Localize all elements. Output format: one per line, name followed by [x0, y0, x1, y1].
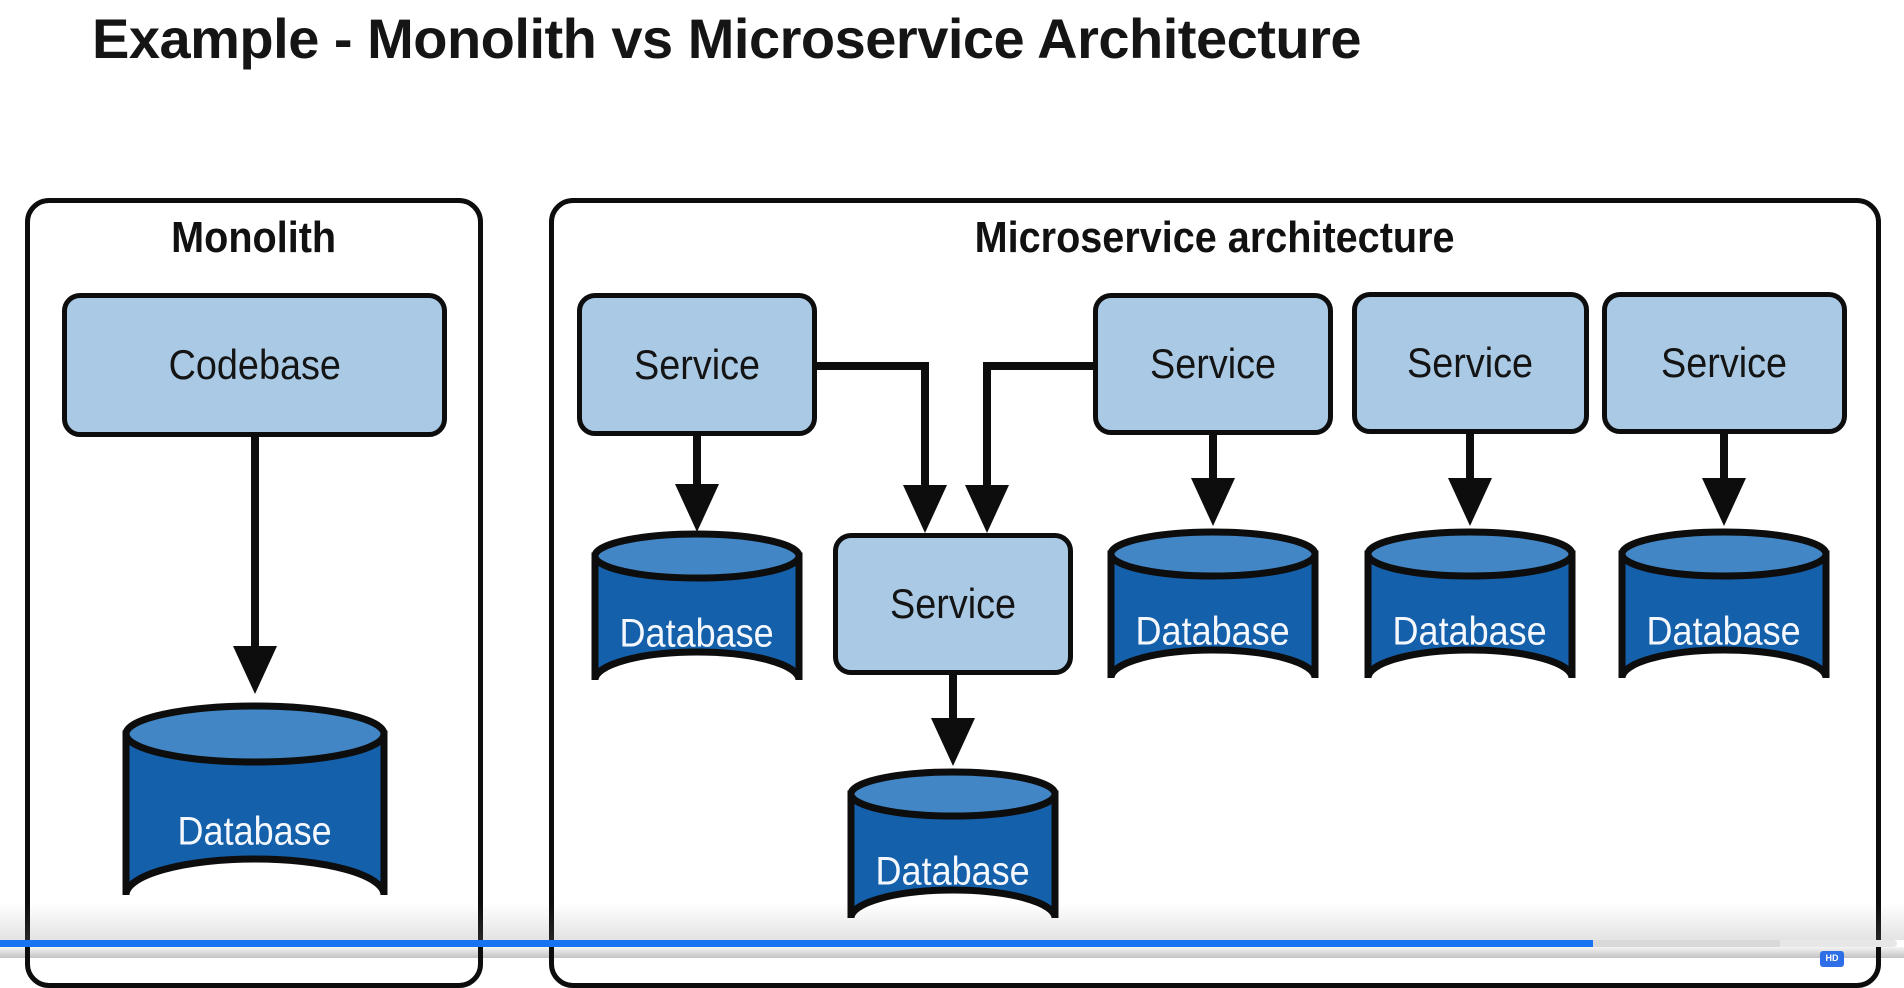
arrow-middle-db-line [949, 673, 957, 718]
cylinder-shape [1364, 528, 1576, 679]
database-cylinder-1: Database [591, 530, 803, 712]
arrow-s4-db-head [1702, 478, 1746, 526]
cylinder-shape [1618, 528, 1830, 679]
codebase-box: Codebase [62, 293, 447, 437]
arrow-s2-db-line [1209, 433, 1217, 478]
arrow-codebase-db-head [233, 646, 277, 694]
arrow-s3-db-head [1448, 478, 1492, 526]
video-progress-remaining[interactable] [1780, 940, 1897, 947]
service-box-3: Service [1352, 292, 1589, 434]
database-label: Database [1646, 609, 1802, 654]
monolith-panel-title: Monolith [171, 213, 337, 262]
slide-title: Example - Monolith vs Microservice Archi… [92, 7, 1362, 70]
service-label: Service [1661, 339, 1788, 386]
service-label: Service [1149, 340, 1277, 387]
database-cylinder-middle: Database [847, 768, 1059, 950]
player-controls-shade [0, 947, 1904, 958]
connector-s2-middle-v [983, 362, 991, 485]
service-box-2: Service [1093, 293, 1333, 435]
service-label: Service [889, 580, 1017, 627]
arrow-s2-middle-head [965, 485, 1009, 533]
monolith-database-cylinder: Database [122, 702, 388, 935]
cylinder-shape [591, 530, 803, 681]
hd-quality-badge[interactable]: HD [1820, 951, 1844, 967]
arrow-middle-db-head [931, 718, 975, 766]
arrow-s1-db-head [675, 484, 719, 532]
arrow-s3-db-line [1466, 432, 1474, 478]
service-box-4: Service [1602, 292, 1847, 434]
service-label: Service [633, 340, 761, 388]
arrow-codebase-db-line [251, 437, 259, 646]
connector-s1-middle-h [815, 362, 927, 370]
connector-s2-middle-h [985, 362, 1093, 370]
codebase-label: Codebase [168, 341, 341, 388]
database-cylinder-4: Database [1618, 528, 1830, 710]
video-progress-played[interactable] [0, 940, 1593, 947]
database-label: Database [619, 611, 775, 656]
video-frame: { "title": "Example - Monolith vs Micros… [0, 7, 1904, 988]
database-label: Database [1392, 609, 1548, 654]
monolith-database-label: Database [177, 809, 333, 854]
arrow-s4-db-line [1720, 432, 1728, 478]
cylinder-shape [122, 702, 388, 896]
arrow-s2-db-head [1191, 478, 1235, 526]
arrow-s1-db-line [693, 434, 701, 484]
video-progress-buffered[interactable] [1593, 940, 1780, 947]
database-label: Database [1135, 609, 1291, 654]
database-label: Database [875, 849, 1031, 894]
database-cylinder-2: Database [1107, 528, 1319, 710]
connector-s1-middle-v [921, 362, 929, 485]
service-box-middle: Service [833, 533, 1073, 675]
cylinder-shape [847, 768, 1059, 919]
database-cylinder-3: Database [1364, 528, 1576, 710]
microservice-panel-title: Microservice architecture [975, 213, 1455, 262]
service-label: Service [1407, 339, 1534, 386]
arrow-s1-middle-head [903, 485, 947, 533]
cylinder-shape [1107, 528, 1319, 679]
service-box-1: Service [577, 293, 817, 436]
